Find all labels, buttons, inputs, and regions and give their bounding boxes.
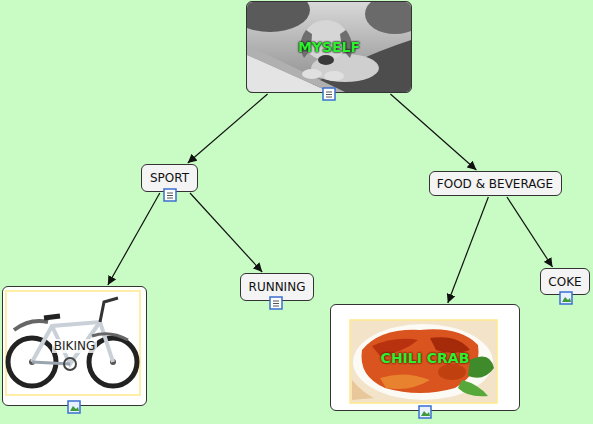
illustration-part	[64, 358, 76, 370]
illustration-part	[324, 71, 344, 81]
note-icon	[164, 189, 176, 201]
crab-picture	[350, 320, 497, 403]
node-label: MYSELF	[298, 39, 360, 55]
illustration-part	[468, 356, 494, 377]
illustration-part	[70, 406, 79, 411]
illustration-part	[380, 374, 430, 389]
illustration-part	[323, 88, 335, 100]
illustration-part	[8, 338, 56, 386]
illustration-part	[300, 30, 312, 58]
photo-node: BIKING	[2, 286, 147, 406]
node-label: RUNNING	[249, 280, 306, 294]
picture-icon	[560, 292, 572, 304]
illustration-part	[353, 324, 493, 400]
illustration-part	[458, 380, 488, 396]
picture-icon	[68, 401, 80, 413]
illustration-part	[560, 292, 572, 304]
illustration-part	[340, 30, 352, 58]
illustration-part	[32, 362, 70, 364]
node-label: BIKING	[52, 339, 97, 353]
illustration-part	[304, 20, 348, 60]
note-icon	[270, 297, 282, 309]
note-icon	[323, 88, 335, 100]
illustration-part	[247, 2, 411, 92]
illustration-part	[247, 2, 310, 32]
illustration-part	[326, 92, 332, 97]
illustration-part	[365, 2, 411, 34]
illustration-part	[247, 55, 330, 92]
illustration-part	[164, 189, 176, 201]
illustration-part	[270, 297, 282, 309]
illustration-part	[44, 316, 60, 318]
illustration-part	[372, 339, 418, 356]
topic-box: FOOD & BEVERAGE	[429, 171, 562, 196]
illustration-part	[247, 45, 345, 92]
illustration-part	[110, 359, 116, 365]
illustration-part	[300, 40, 411, 92]
topic-box: SPORT	[141, 164, 198, 192]
dog-photo	[247, 2, 411, 92]
illustration-part	[92, 334, 128, 340]
illustration-part	[562, 297, 571, 302]
node-label: COKE	[548, 275, 581, 289]
illustration-part	[318, 55, 334, 65]
illustration-part	[350, 320, 497, 403]
illustration-part	[29, 359, 35, 365]
arrow-connector	[188, 94, 268, 163]
illustration-part	[52, 322, 100, 364]
arrow-connector	[190, 193, 262, 272]
illustration-part	[419, 406, 431, 418]
bike-picture	[6, 291, 140, 395]
illustration-part	[68, 401, 80, 413]
illustration-part	[421, 411, 430, 416]
node-label: SPORT	[150, 171, 189, 185]
illustration-part	[167, 193, 173, 198]
topic-box: COKE	[540, 268, 590, 295]
illustration-part	[361, 329, 478, 393]
photo-node: MYSELF	[246, 1, 412, 93]
illustration-part	[302, 69, 322, 79]
illustration-part	[32, 322, 113, 362]
node-label: FOOD & BEVERAGE	[437, 177, 553, 191]
arrow-connector	[390, 94, 476, 170]
illustration-part	[89, 338, 137, 386]
photo-node: CHILI CRAB	[330, 304, 520, 411]
illustration-part	[273, 301, 279, 306]
illustration-part	[430, 337, 470, 353]
node-label: CHILI CRAB	[381, 350, 470, 366]
arrow-connector	[507, 197, 553, 267]
illustration-part	[311, 54, 379, 82]
illustration-part	[352, 380, 374, 400]
picture-icon	[419, 406, 431, 418]
illustration-part	[14, 321, 48, 330]
illustration-part	[6, 291, 140, 395]
illustration-part	[100, 298, 118, 322]
illustration-part	[438, 364, 466, 380]
arrow-connector	[108, 193, 160, 285]
arrow-connector	[448, 197, 489, 303]
topic-box: RUNNING	[240, 273, 314, 301]
